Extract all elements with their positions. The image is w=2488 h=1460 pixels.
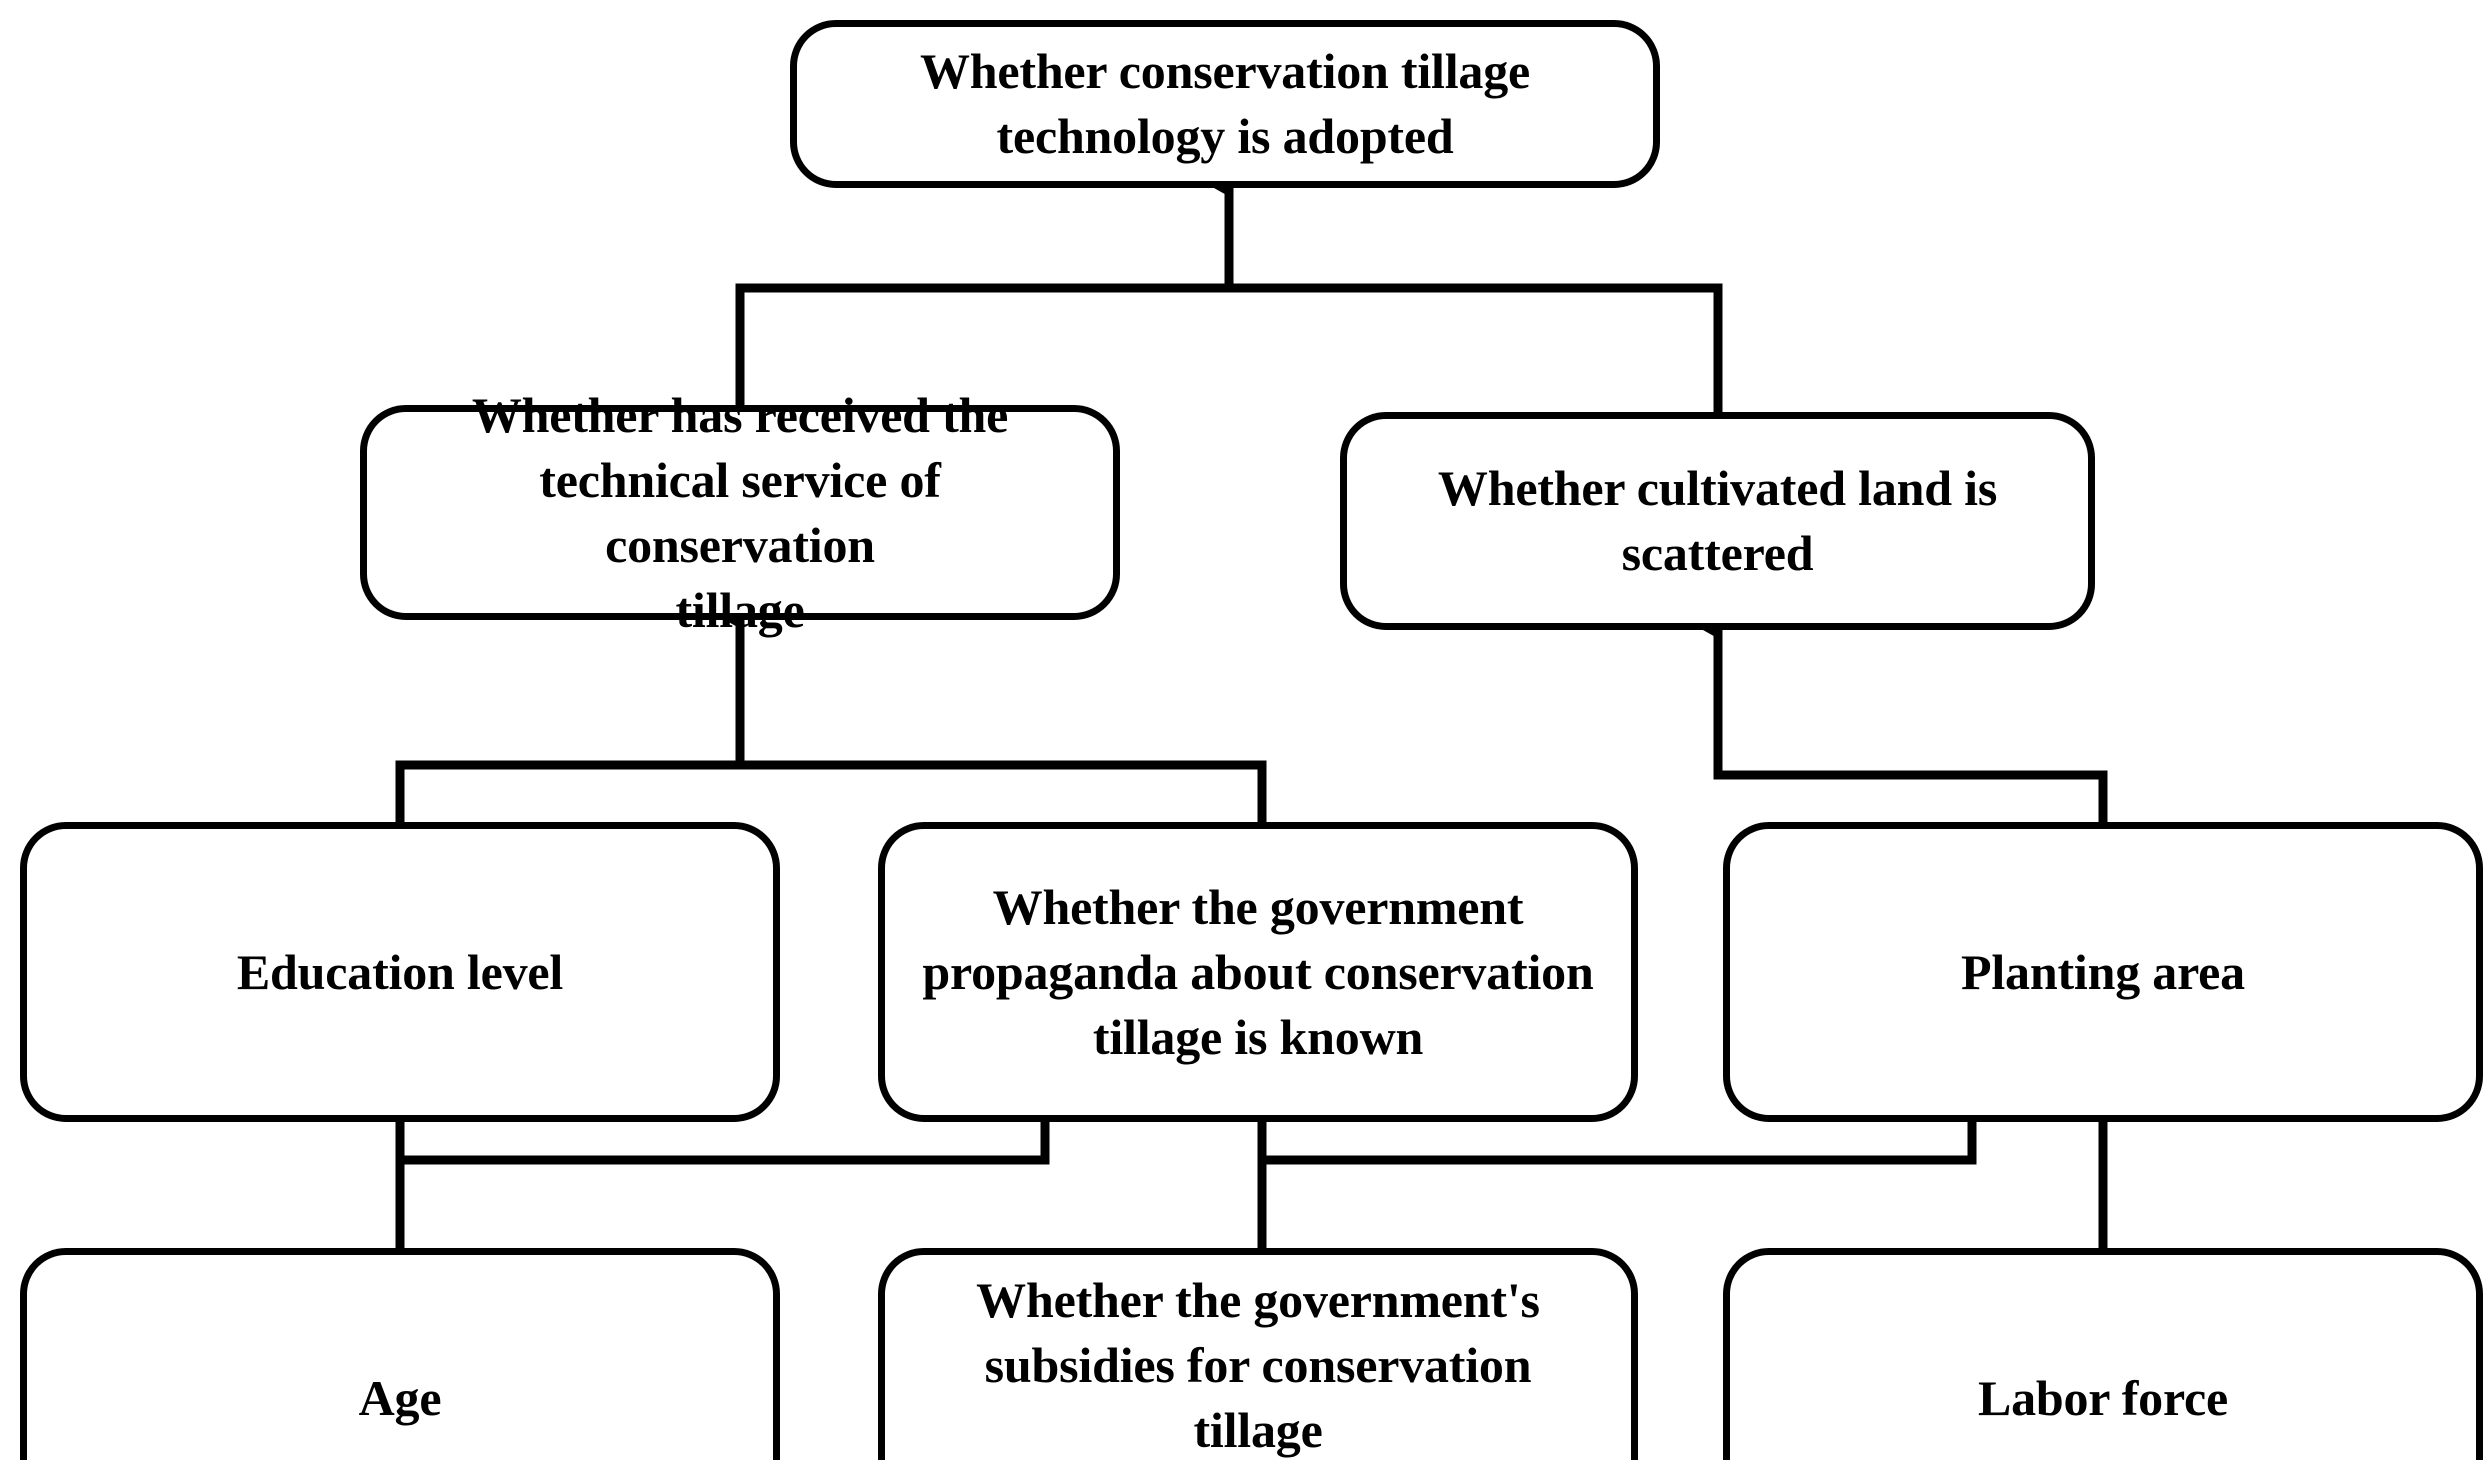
node-age[interactable]: Age xyxy=(20,1248,780,1460)
node-cultivated-land-scattered-label: Whether cultivated land is scattered xyxy=(1437,460,1998,581)
node-labor-force-label: Labor force xyxy=(1977,1369,2229,1426)
node-planting-area-label: Planting area xyxy=(1961,943,2245,1000)
node-planting-area[interactable]: Planting area xyxy=(1723,822,2483,1122)
node-subsidies-known-label: Whether the government's subsidies for c… xyxy=(976,1272,1540,1458)
node-cultivated-land-scattered[interactable]: Whether cultivated land is scattered xyxy=(1340,412,2095,630)
node-education-level-label: Education level xyxy=(236,943,564,1000)
node-adoption-label: Whether conservation tillage technology … xyxy=(919,43,1531,164)
edge-subsidies-to-planting-area xyxy=(1262,1106,1977,1165)
node-age-label: Age xyxy=(358,1369,442,1426)
node-education-level[interactable]: Education level xyxy=(20,822,780,1122)
node-subsidies-known[interactable]: Whether the government's subsidies for c… xyxy=(878,1248,1638,1460)
node-labor-force[interactable]: Labor force xyxy=(1723,1248,2483,1460)
node-technical-service[interactable]: Whether has received the technical servi… xyxy=(360,387,1120,638)
node-technical-service-label: Whether has received the technical servi… xyxy=(471,386,1009,638)
node-propaganda-known-label: Whether the government propaganda about … xyxy=(922,878,1594,1065)
edge-age-to-propaganda xyxy=(400,1106,1050,1165)
node-adoption[interactable]: Whether conservation tillage technology … xyxy=(790,20,1660,188)
node-propaganda-known[interactable]: Whether the government propaganda about … xyxy=(878,822,1638,1122)
